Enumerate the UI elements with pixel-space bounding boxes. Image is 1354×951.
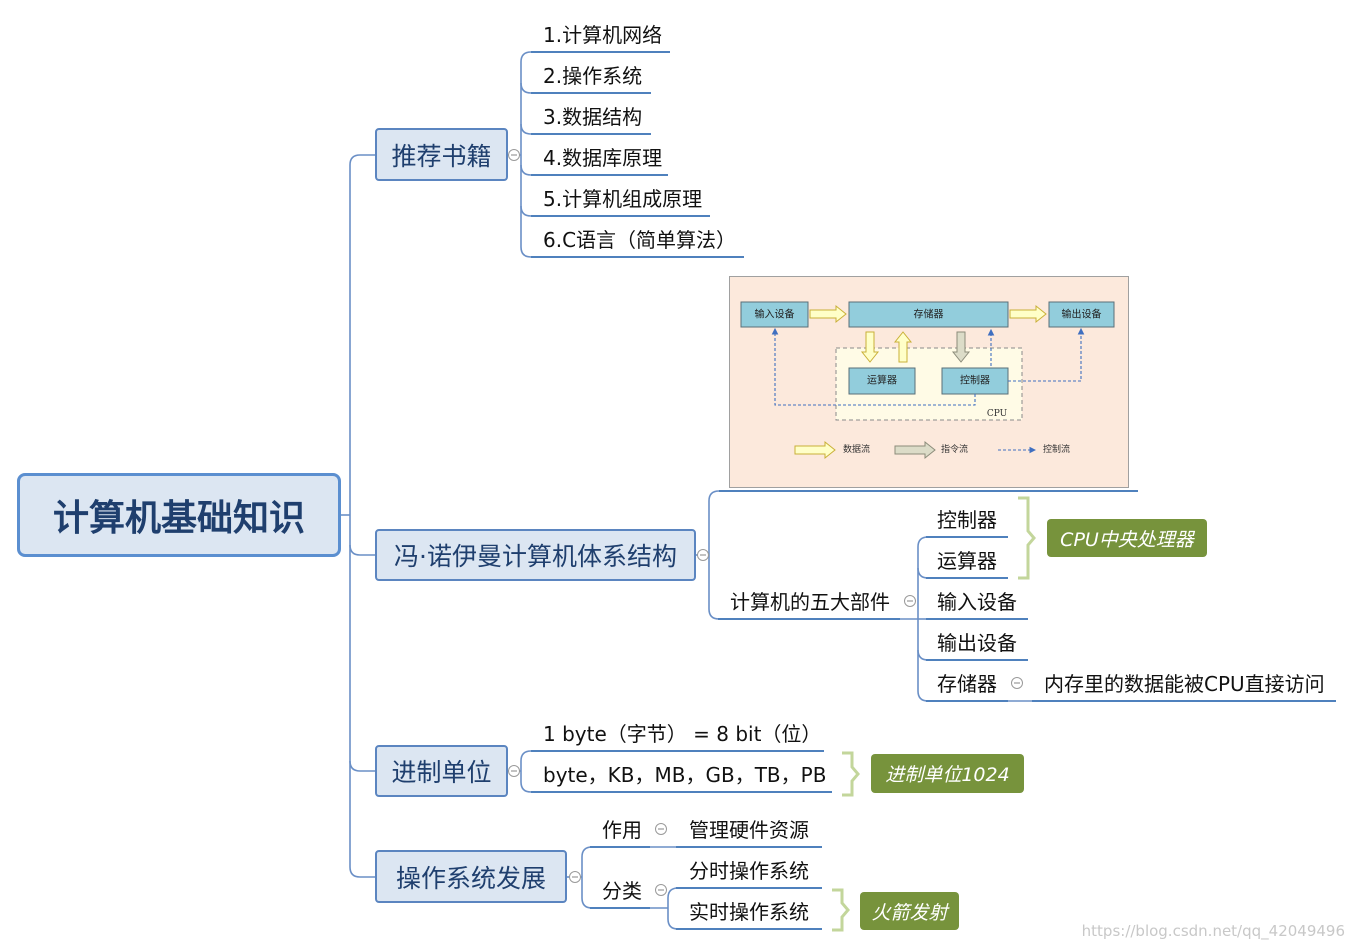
cpu-label: CPU	[987, 409, 1008, 419]
von-neumann-architecture-figure[interactable]: 输入设备 存储器 输出设备 运算器 控制器 CPU 数据流 指令流 控制流	[729, 276, 1129, 488]
collapse-minus-icon[interactable]	[904, 595, 916, 607]
connector-line	[520, 123, 532, 135]
collapse-minus-icon[interactable]	[569, 871, 581, 883]
input-device-box	[740, 301, 809, 328]
connector-line	[520, 750, 532, 771]
alu-box	[848, 367, 916, 395]
book-item[interactable]: 2.操作系统	[531, 60, 651, 94]
connector-line	[708, 490, 720, 555]
memory-note[interactable]: 内存里的数据能被CPU直接访问	[1032, 668, 1336, 702]
book-item[interactable]: 3.数据结构	[531, 101, 651, 135]
connector-line	[349, 515, 375, 878]
control-flow-arrow	[1008, 327, 1085, 382]
component-item[interactable]: 运算器	[926, 545, 1008, 579]
alu-label: 运算器	[867, 374, 897, 387]
controller-label: 控制器	[960, 374, 990, 387]
collapse-minus-icon[interactable]	[697, 549, 709, 561]
topic-os-category[interactable]: 分类	[590, 875, 650, 909]
book-item[interactable]: 6.C语言（简单算法）	[531, 224, 744, 258]
data-flow-arrow	[1009, 304, 1047, 324]
book-item[interactable]: 1.计算机网络	[531, 19, 670, 53]
memory-label: 存储器	[914, 308, 944, 321]
os-purpose-value[interactable]: 管理硬件资源	[676, 814, 822, 848]
control-flow-arrow	[771, 327, 976, 406]
connector-line	[349, 154, 375, 515]
collapse-minus-icon[interactable]	[655, 884, 667, 896]
connector-line	[520, 155, 532, 258]
topic-units[interactable]: 进制单位	[375, 745, 508, 797]
summary-os[interactable]: 火箭发射	[860, 892, 959, 930]
legend-instruction-flow-arrow	[894, 440, 936, 460]
connector-line	[520, 164, 532, 176]
memory-box	[848, 301, 1009, 328]
data-flow-arrow	[893, 331, 913, 363]
topic-five-components[interactable]: 计算机的五大部件	[718, 586, 900, 620]
summary-brace-cpu	[1018, 496, 1036, 580]
summary-units[interactable]: 进制单位1024	[871, 754, 1024, 793]
component-item[interactable]: 输出设备	[926, 627, 1028, 661]
topic-os-purpose[interactable]: 作用	[590, 814, 650, 848]
topic-os-development[interactable]: 操作系统发展	[375, 850, 567, 903]
instruction-flow-arrow	[951, 331, 971, 363]
units-item[interactable]: 1 byte（字节） = 8 bit（位）	[531, 718, 824, 752]
summary-brace-units	[842, 751, 860, 797]
legend-control-flow-label: 控制流	[1043, 443, 1070, 455]
root-topic[interactable]: 计算机基础知识	[17, 473, 341, 557]
units-item[interactable]: byte，KB，MB，GB，TB，PB	[531, 759, 832, 793]
output-device-box	[1048, 301, 1115, 328]
connector-line	[708, 555, 720, 620]
os-category-item[interactable]: 实时操作系统	[676, 896, 822, 930]
data-flow-arrow	[809, 304, 847, 324]
collapse-minus-icon[interactable]	[508, 149, 520, 161]
book-item[interactable]: 5.计算机组成原理	[531, 183, 710, 217]
connector-line	[349, 544, 375, 556]
component-item[interactable]: 存储器	[926, 668, 1008, 702]
data-flow-arrow	[860, 331, 880, 363]
watermark: https://blog.csdn.net/qq_42049496	[1081, 922, 1345, 940]
connector-line	[520, 205, 532, 217]
connector-line	[581, 846, 593, 877]
connector-line	[520, 51, 532, 155]
legend-data-flow-label: 数据流	[843, 443, 870, 455]
legend-instruction-flow-label: 指令流	[941, 443, 968, 455]
output-device-label: 输出设备	[1062, 308, 1102, 321]
os-category-item[interactable]: 分时操作系统	[676, 855, 822, 889]
book-item[interactable]: 4.数据库原理	[531, 142, 668, 176]
collapse-minus-icon[interactable]	[1011, 677, 1023, 689]
component-item[interactable]: 输入设备	[926, 586, 1028, 620]
collapse-minus-icon[interactable]	[508, 765, 520, 777]
collapse-minus-icon[interactable]	[655, 823, 667, 835]
summary-brace-os	[832, 888, 850, 932]
input-device-label: 输入设备	[755, 308, 795, 321]
connector-line	[520, 771, 532, 793]
connector-line	[349, 760, 375, 772]
topic-recommended-books[interactable]: 推荐书籍	[375, 128, 508, 181]
component-item[interactable]: 控制器	[926, 504, 1008, 538]
legend-data-flow-arrow	[794, 440, 836, 460]
connector-line	[520, 82, 532, 94]
controller-box	[941, 367, 1009, 395]
summary-cpu[interactable]: CPU中央处理器	[1047, 519, 1207, 557]
topic-von-neumann-architecture[interactable]: 冯·诺伊曼计算机体系结构	[375, 529, 696, 581]
